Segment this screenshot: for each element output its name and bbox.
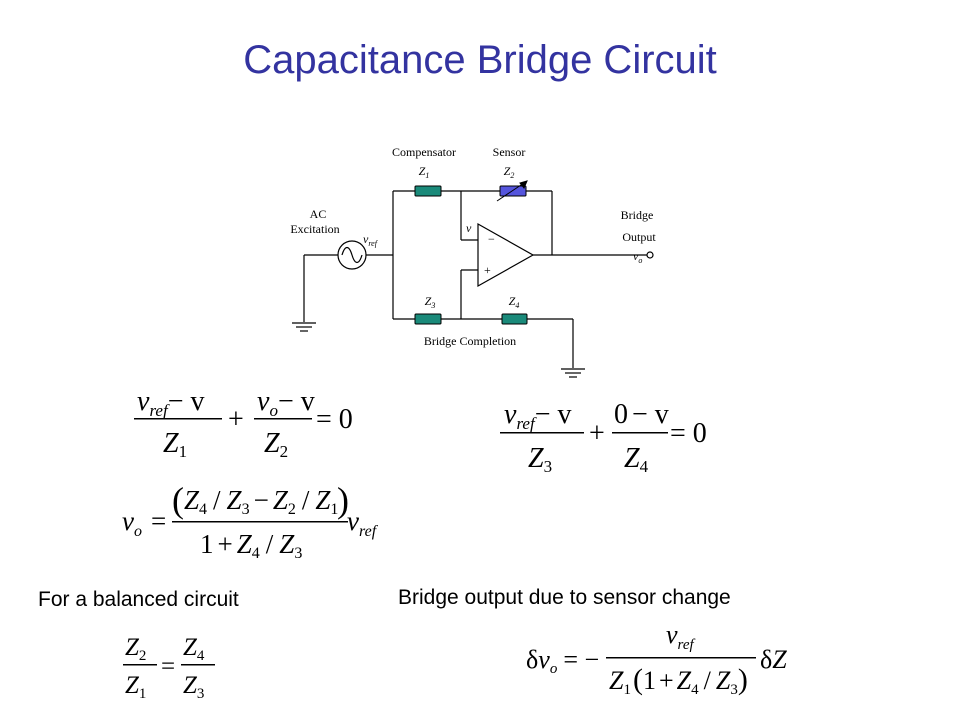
svg-text:Z2: Z2 (264, 428, 288, 461)
svg-text:Z4/Z3−Z2/Z1: Z4/Z3−Z2/Z1 (184, 485, 338, 518)
svg-text:= 0: = 0 (670, 418, 707, 449)
equation-5: δvo= − vref Z1(1+Z4/Z3) δZ (526, 620, 787, 698)
svg-text:vref: vref (666, 620, 695, 653)
z4-element (501, 313, 528, 325)
equation-1: vref− v Z1 + vo− v Z2 = 0 (134, 386, 353, 461)
bridge-label: Bridge (621, 208, 654, 222)
svg-text:= 0: = 0 (316, 404, 353, 435)
svg-text:vo− v: vo− v (257, 386, 315, 420)
svg-text:Z2: Z2 (125, 634, 146, 664)
ac-wave-icon (341, 246, 363, 264)
svg-text:+: + (589, 418, 605, 449)
z1-compensator-element (414, 185, 442, 197)
output-label: Output (622, 230, 656, 244)
svg-text:=: = (151, 506, 166, 536)
svg-text:(: ( (172, 480, 184, 520)
variable-arrow-icon (496, 180, 528, 202)
sensor-label: Sensor (493, 145, 526, 159)
svg-text:Z1(1+Z4/Z3): Z1(1+Z4/Z3) (609, 663, 748, 698)
excitation-label: Excitation (290, 222, 339, 236)
equation-4: Z2 Z1 = Z4 Z3 (123, 634, 215, 702)
svg-text:+: + (228, 404, 244, 435)
z3-element (414, 313, 442, 325)
plus-sign: + (484, 263, 491, 277)
bridge-completion-label: Bridge Completion (424, 334, 516, 348)
vo-label: vo (633, 249, 642, 265)
svg-text:vref− v: vref− v (504, 399, 572, 433)
svg-text:1+Z4/Z3: 1+Z4/Z3 (200, 529, 302, 562)
z3-label: Z3 (425, 294, 436, 310)
z2-label: Z2 (504, 164, 515, 180)
svg-text:Z4: Z4 (183, 634, 205, 664)
compensator-label: Compensator (392, 145, 456, 159)
ground-right-icon (561, 368, 585, 378)
svg-text:δvo= −: δvo= − (526, 645, 599, 677)
svg-text:=: = (161, 653, 175, 680)
ground-left-icon (292, 322, 316, 332)
svg-text:Z1: Z1 (125, 672, 146, 702)
slide-title: Capacitance Bridge Circuit (243, 38, 717, 82)
output-terminal (646, 251, 654, 259)
sensor-change-caption: Bridge output due to sensor change (398, 586, 731, 609)
z2-sensor-element (499, 185, 527, 197)
svg-text:): ) (337, 480, 349, 520)
svg-text:vref− v: vref− v (137, 386, 205, 420)
svg-text:vref: vref (347, 506, 379, 540)
circuit-diagram (292, 190, 654, 378)
svg-text:Z3: Z3 (183, 672, 204, 702)
svg-text:Z4: Z4 (624, 443, 649, 476)
minus-sign: − (488, 232, 495, 246)
z4-label: Z4 (509, 294, 520, 310)
svg-text:vo: vo (122, 506, 142, 540)
svg-text:δZ: δZ (760, 645, 787, 674)
v-node-label: v (466, 221, 472, 235)
ac-source-symbol (337, 240, 367, 270)
op-amp-symbol (477, 222, 535, 288)
vref-label: vref (363, 232, 379, 248)
equation-2: vref− v Z3 + 0− v Z4 = 0 (500, 399, 707, 476)
svg-text:0− v: 0− v (614, 399, 669, 430)
z1-label: Z1 (419, 164, 430, 180)
equation-3: vo = ( Z4/Z3−Z2/Z1 ) 1+Z4/Z3 vref (122, 480, 379, 562)
balanced-caption: For a balanced circuit (38, 588, 239, 611)
svg-text:Z1: Z1 (163, 428, 187, 461)
svg-text:Z3: Z3 (528, 443, 552, 476)
ac-label: AC (310, 207, 327, 221)
